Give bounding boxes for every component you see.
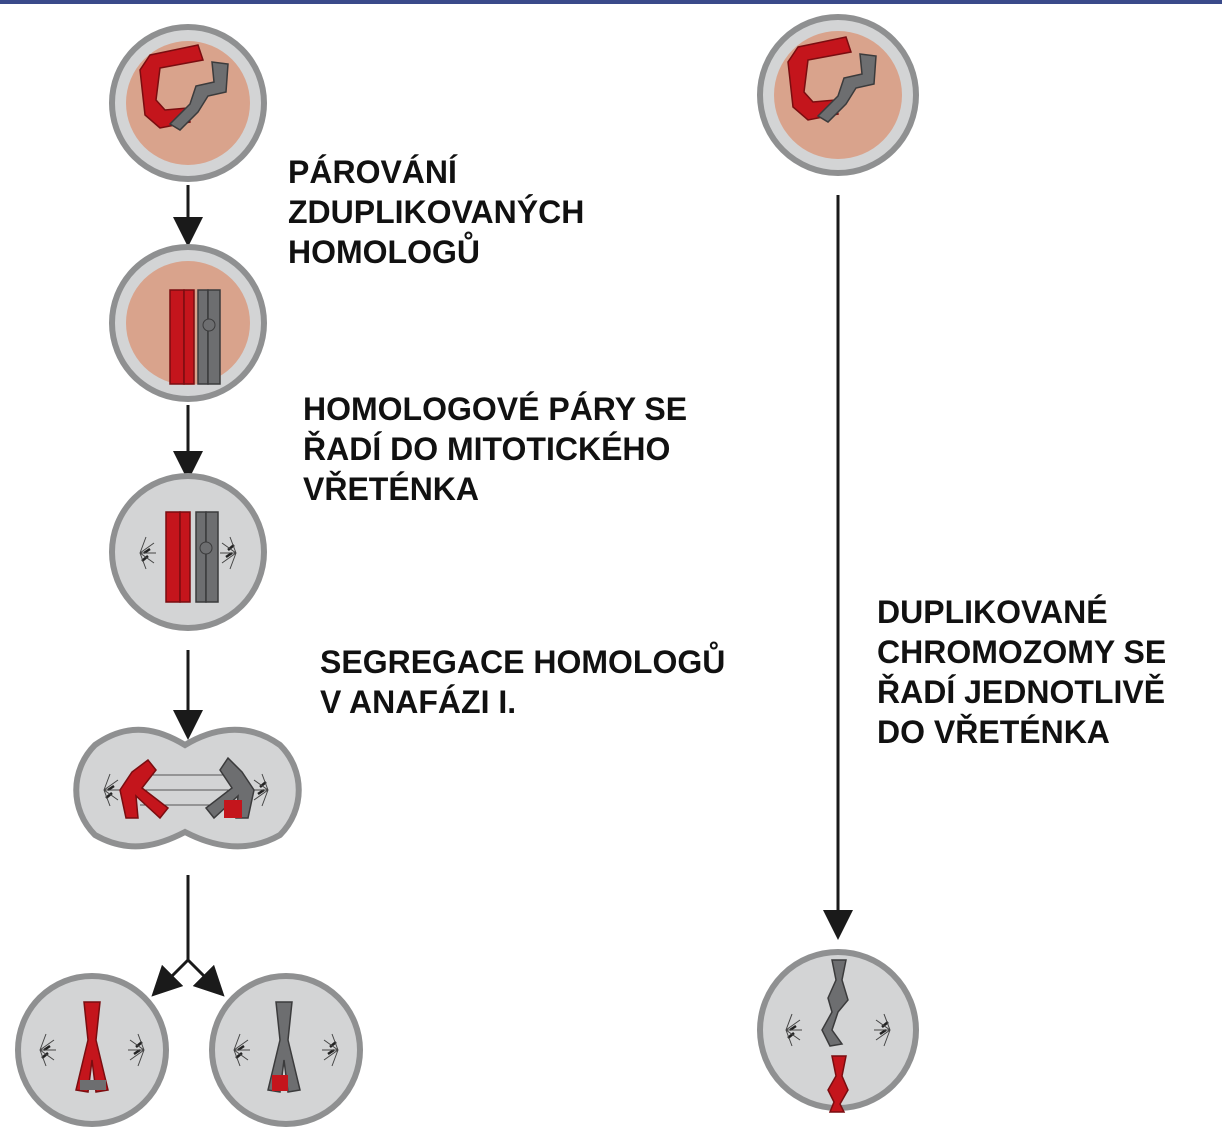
arrow-4-right <box>188 960 214 986</box>
label-align-line-1: HOMOLOGOVÉ PÁRY SE <box>303 389 687 429</box>
cell-anaphase-1 <box>76 730 299 847</box>
label-segregation: SEGREGACE HOMOLOGŮ V ANAFÁZI I. <box>320 642 725 722</box>
label-pairing: PÁROVÁNÍ ZDUPLIKOVANÝCH HOMOLOGŮ <box>288 152 584 272</box>
cell-interphase-meiosis <box>112 27 264 179</box>
cell-metaphase-1 <box>112 476 264 628</box>
label-pairing-line-3: HOMOLOGŮ <box>288 232 584 272</box>
label-mitosis-line-1: DUPLIKOVANÉ <box>877 592 1166 632</box>
label-segregation-line-2: V ANAFÁZI I. <box>320 682 725 722</box>
chromosome-grey-left <box>198 290 208 384</box>
arrow-4-left <box>162 960 188 986</box>
chromosome-red-right <box>184 290 194 384</box>
cell-daughter-red <box>18 976 166 1124</box>
label-pairing-line-1: PÁROVÁNÍ <box>288 152 584 192</box>
label-segregation-line-1: SEGREGACE HOMOLOGŮ <box>320 642 725 682</box>
cell-metaphase-mitosis <box>760 952 916 1112</box>
chromosome-red-left <box>170 290 184 384</box>
label-mitosis-line-4: DO VŘETÉNKA <box>877 712 1166 752</box>
label-mitosis: DUPLIKOVANÉ CHROMOZOMY SE ŘADÍ JEDNOTLIV… <box>877 592 1166 752</box>
label-align: HOMOLOGOVÉ PÁRY SE ŘADÍ DO MITOTICKÉHO V… <box>303 389 687 509</box>
cell-daughter-grey <box>212 976 360 1124</box>
label-align-line-2: ŘADÍ DO MITOTICKÉHO <box>303 429 687 469</box>
label-pairing-line-2: ZDUPLIKOVANÝCH <box>288 192 584 232</box>
cell-interphase-mitosis <box>760 17 916 173</box>
chromosome-grey-right <box>208 290 220 384</box>
label-mitosis-line-2: CHROMOZOMY SE <box>877 632 1166 672</box>
cell-pairing <box>112 247 264 399</box>
label-align-line-3: VŘETÉNKA <box>303 469 687 509</box>
label-mitosis-line-3: ŘADÍ JEDNOTLIVĚ <box>877 672 1166 712</box>
